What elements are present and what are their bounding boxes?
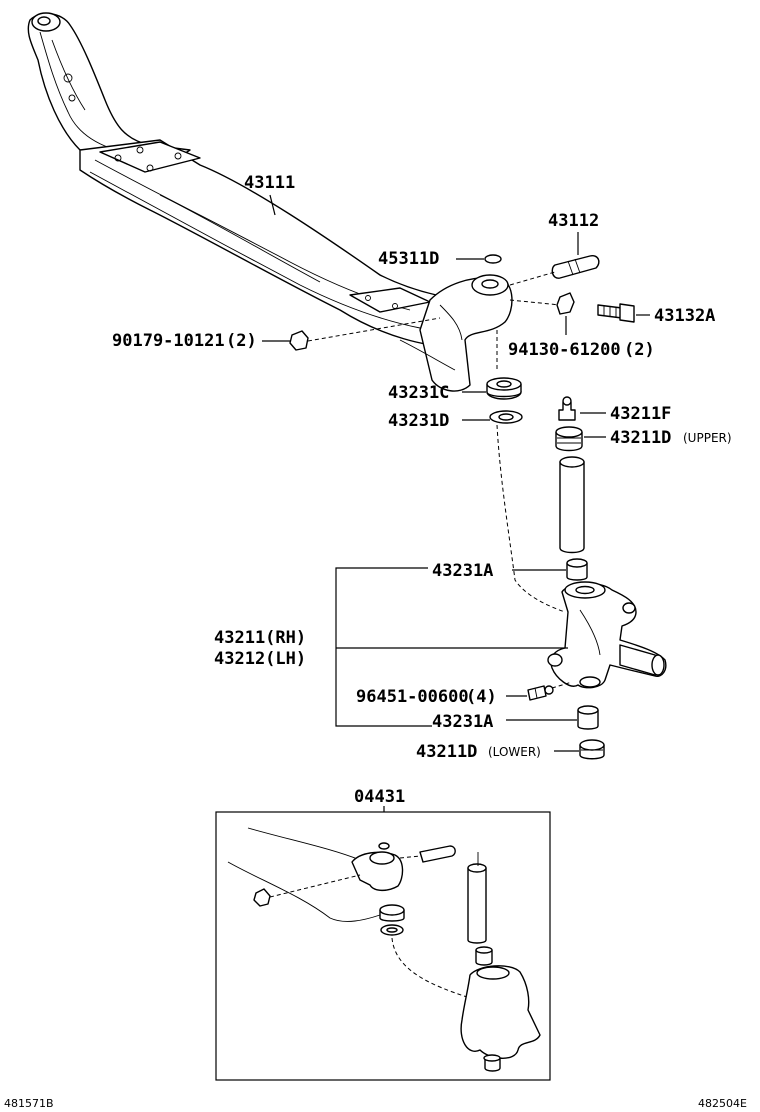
label-94130-qty: (2) — [624, 340, 655, 360]
label-43231d[interactable]: 43231D — [388, 411, 449, 431]
label-43231c[interactable]: 43231C — [388, 383, 449, 403]
dash-pin — [509, 271, 556, 286]
label-43211d-lower[interactable]: 43211D — [416, 742, 477, 762]
label-43112[interactable]: 43112 — [548, 211, 599, 231]
leader-43111 — [269, 194, 276, 216]
caption-left: 481571B — [4, 1097, 54, 1110]
label-90179-qty: (2) — [226, 331, 257, 351]
kit-contents — [227, 827, 541, 1072]
label-43212-lh[interactable]: 43212(LH) — [214, 649, 306, 669]
steering-knuckle[interactable] — [547, 581, 667, 689]
label-43231a-lower[interactable]: 43231A — [432, 712, 493, 732]
king-pin-vertical[interactable] — [559, 456, 585, 554]
bolt-43132a[interactable] — [597, 303, 635, 323]
dash-96451 — [551, 681, 573, 689]
bracket-43231a — [335, 567, 432, 727]
dash-nut-90179 — [307, 317, 441, 342]
washer-45311d[interactable] — [484, 254, 502, 264]
label-43211d-upper-note: (UPPER) — [683, 431, 732, 445]
label-43211f[interactable]: 43211F — [610, 404, 671, 424]
label-43132a[interactable]: 43132A — [654, 306, 715, 326]
axle-beam-43111[interactable] — [27, 12, 513, 392]
nut-90179[interactable] — [289, 330, 309, 351]
label-94130[interactable]: 94130-61200 — [508, 340, 621, 360]
label-43211d-lower-note: (LOWER) — [488, 745, 541, 759]
caption-right: 482504E — [698, 1097, 747, 1110]
label-04431[interactable]: 04431 — [354, 787, 405, 807]
cap-43211d-upper[interactable] — [555, 426, 583, 452]
dash-bolt — [509, 299, 561, 306]
bearing-43231c[interactable] — [486, 377, 522, 400]
label-96451[interactable]: 96451-00600 — [356, 687, 469, 707]
label-43231a-upper[interactable]: 43231A — [432, 561, 493, 581]
fitting-43211f[interactable] — [558, 396, 576, 421]
nut-94130[interactable] — [556, 292, 575, 315]
label-43111[interactable]: 43111 — [244, 173, 295, 193]
shim-43231d[interactable] — [489, 410, 523, 424]
label-90179[interactable]: 90179-10121 — [112, 331, 225, 351]
label-45311d[interactable]: 45311D — [378, 249, 439, 269]
label-96451-qty: (4) — [466, 687, 497, 707]
dash-knuckle — [496, 424, 566, 613]
cap-43211d-lower[interactable] — [579, 739, 605, 760]
grease-fitting-96451[interactable] — [527, 685, 554, 701]
label-43211d-upper[interactable]: 43211D — [610, 428, 671, 448]
kit-box-04431[interactable] — [215, 811, 551, 1081]
bushing-43231a-upper[interactable] — [566, 558, 588, 581]
bushing-43231a-lower[interactable] — [577, 705, 599, 730]
label-43211-rh[interactable]: 43211(RH) — [214, 628, 306, 648]
king-pin-43112[interactable] — [551, 254, 600, 279]
